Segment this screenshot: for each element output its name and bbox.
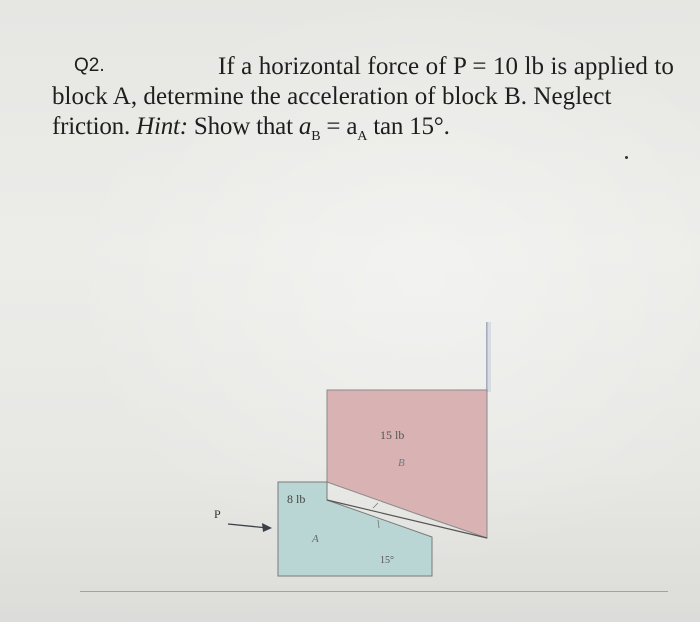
hint-equals: = a <box>320 113 358 140</box>
problem-line-3: friction. Hint: Show that aB = aA tan 15… <box>52 112 682 152</box>
normal-tick <box>372 502 379 509</box>
hint-tail: tan 15°. <box>367 113 450 140</box>
force-label: P <box>214 507 221 521</box>
problem-statement: Q2. If a horizontal force of P = 10 lb i… <box>52 52 682 152</box>
force-arrow-head <box>262 523 272 532</box>
angle-tick <box>377 519 380 529</box>
hint-subscript-a: A <box>357 129 368 144</box>
block-a <box>277 481 433 577</box>
block-b-weight: 15 lb <box>380 428 404 442</box>
force-arrow-shaft <box>227 523 269 529</box>
hint-a-var: a <box>298 113 312 140</box>
question-number: Q2. <box>74 55 105 76</box>
problem-text-1: If a horizontal force of P = 10 lb is ap… <box>217 53 674 80</box>
problem-line-2: block A, determine the acceleration of b… <box>52 83 612 110</box>
block-b-name: B <box>398 457 405 469</box>
wall-shade <box>487 322 491 392</box>
bottom-rule <box>80 591 668 592</box>
hint-subscript-b: B <box>311 129 321 144</box>
hint-word: Hint: <box>136 113 188 140</box>
problem-line-1: Q2. If a horizontal force of P = 10 lb i… <box>52 52 674 82</box>
hint-text: friction. Hint: Show that a <box>52 113 312 140</box>
angle-label: 15° <box>380 555 394 566</box>
block-a-weight: 8 lb <box>287 492 305 506</box>
block-b <box>326 389 488 539</box>
incline-line <box>326 499 488 539</box>
ink-speck <box>625 156 628 159</box>
block-a-name: A <box>311 533 319 545</box>
